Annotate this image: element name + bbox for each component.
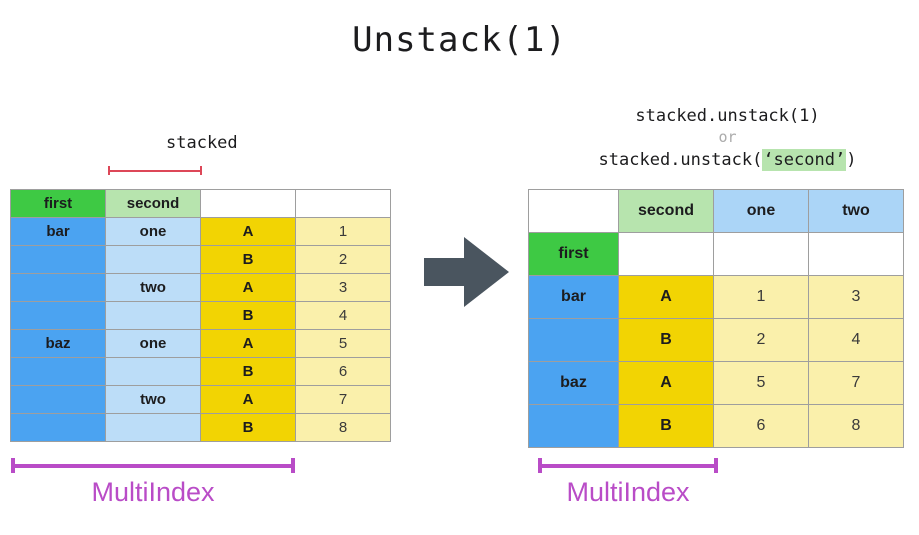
table-cell: A	[200, 329, 296, 358]
table-cell	[10, 413, 106, 442]
table-row: second one two	[528, 189, 904, 233]
code-line-unstack-1: stacked.unstack(1)	[635, 106, 820, 126]
code-highlight-second: ‘second’	[762, 149, 847, 171]
table-cell: B	[200, 357, 296, 386]
table-cell	[10, 357, 106, 386]
table-cell	[10, 245, 106, 274]
table-cell	[10, 273, 106, 302]
table-cell: B	[200, 245, 296, 274]
code-prefix: stacked.unstack(	[598, 150, 763, 170]
table-cell: A	[200, 217, 296, 246]
table-cell: 3	[295, 273, 391, 302]
table-row: B 2	[10, 245, 391, 274]
stacked-table: first second bar one A 1 B 2 two A 3 B	[10, 189, 391, 442]
table-row: bar A 1 3	[528, 275, 904, 319]
table-row: B 4	[10, 301, 391, 330]
table-cell: B	[618, 404, 714, 448]
table-cell: 4	[295, 301, 391, 330]
table-cell: two	[105, 385, 201, 414]
multiindex-bracket-right	[538, 458, 718, 473]
table-cell	[295, 189, 391, 218]
table-row: B 8	[10, 413, 391, 442]
table-cell	[105, 413, 201, 442]
table-cell: A	[618, 275, 714, 319]
stacked-column-bracket	[108, 166, 202, 175]
table-row: first	[528, 232, 904, 276]
table-cell: baz	[10, 329, 106, 358]
table-cell: A	[618, 361, 714, 405]
multiindex-bracket-left	[11, 458, 295, 473]
table-cell: second	[618, 189, 714, 233]
page-title: Unstack(1)	[352, 20, 567, 60]
table-cell: baz	[528, 361, 619, 405]
table-cell: 1	[295, 217, 391, 246]
unstacked-table: second one two first bar A 1 3 B 2 4 baz…	[528, 189, 904, 448]
multiindex-label-right: MultiIndex	[566, 477, 690, 507]
table-cell: 2	[713, 318, 809, 362]
table-cell: one	[105, 217, 201, 246]
table-cell: bar	[10, 217, 106, 246]
table-cell: first	[10, 189, 106, 218]
stacked-label: stacked	[166, 133, 238, 153]
table-row: B 6	[10, 357, 391, 386]
table-cell: 6	[295, 357, 391, 386]
table-cell	[105, 301, 201, 330]
table-cell: 8	[808, 404, 904, 448]
table-cell: 1	[713, 275, 809, 319]
table-row: B 2 4	[528, 318, 904, 362]
table-cell	[528, 189, 619, 233]
code-suffix: )	[846, 150, 857, 170]
table-cell: 6	[713, 404, 809, 448]
right-arrow-icon	[424, 237, 509, 307]
table-row: baz one A 5	[10, 329, 391, 358]
table-cell: B	[200, 301, 296, 330]
table-cell: one	[105, 329, 201, 358]
table-cell	[808, 232, 904, 276]
code-caption: stacked.unstack(1) or stacked.unstack(‘s…	[535, 105, 919, 172]
table-row: B 6 8	[528, 404, 904, 448]
table-cell	[528, 318, 619, 362]
table-cell: 7	[808, 361, 904, 405]
table-cell	[105, 357, 201, 386]
table-cell: two	[808, 189, 904, 233]
table-cell: first	[528, 232, 619, 276]
table-cell: bar	[528, 275, 619, 319]
table-cell	[528, 404, 619, 448]
table-cell: A	[200, 385, 296, 414]
table-row: two A 7	[10, 385, 391, 414]
table-cell	[105, 245, 201, 274]
table-cell: B	[618, 318, 714, 362]
table-row: bar one A 1	[10, 217, 391, 246]
table-cell: 2	[295, 245, 391, 274]
table-row: baz A 5 7	[528, 361, 904, 405]
multiindex-label-left: MultiIndex	[91, 477, 215, 507]
table-cell: 4	[808, 318, 904, 362]
table-cell: 5	[295, 329, 391, 358]
table-cell	[618, 232, 714, 276]
table-cell: 5	[713, 361, 809, 405]
table-cell: two	[105, 273, 201, 302]
table-cell: second	[105, 189, 201, 218]
table-cell: 8	[295, 413, 391, 442]
table-cell	[200, 189, 296, 218]
table-cell: one	[713, 189, 809, 233]
code-line-or: or	[718, 128, 737, 146]
table-cell: 3	[808, 275, 904, 319]
table-row: first second	[10, 189, 391, 218]
table-cell: A	[200, 273, 296, 302]
table-cell: 7	[295, 385, 391, 414]
table-cell	[10, 385, 106, 414]
table-row: two A 3	[10, 273, 391, 302]
code-line-unstack-second: stacked.unstack(‘second’)	[535, 148, 919, 172]
table-cell	[713, 232, 809, 276]
table-cell: B	[200, 413, 296, 442]
table-cell	[10, 301, 106, 330]
